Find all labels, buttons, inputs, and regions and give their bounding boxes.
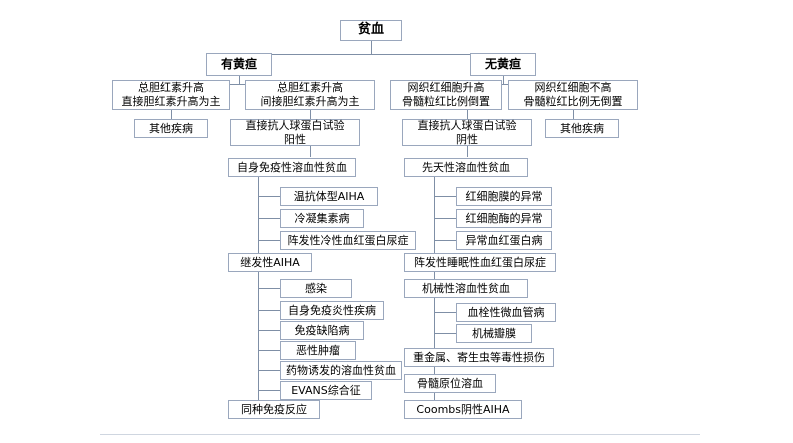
node-drug-induced-hemolysis[interactable]: 药物诱发的溶血性贫血	[280, 361, 402, 380]
node-total-bilirubin-indirect[interactable]: 总胆红素升高 间接胆红素升高为主	[245, 80, 375, 110]
page-bottom-rule	[100, 434, 700, 435]
node-no-jaundice[interactable]: 无黄疸	[470, 53, 536, 76]
connector	[239, 76, 240, 84]
node-evans-syndrome[interactable]: EVANS综合征	[280, 381, 372, 400]
node-reticulocyte-normal[interactable]: 网织红细胞不高 骨髓粒红比例无倒置	[508, 80, 638, 110]
connector	[258, 310, 280, 311]
node-abnormal-hemoglobinopathy[interactable]: 异常血红蛋白病	[456, 231, 552, 250]
connector	[467, 110, 468, 119]
connector	[258, 240, 280, 241]
node-thrombotic-microangiopathy[interactable]: 血栓性微血管病	[456, 303, 556, 322]
node-cold-agglutinin[interactable]: 冷凝集素病	[280, 209, 364, 228]
node-malignancy[interactable]: 恶性肿瘤	[280, 341, 356, 360]
connector	[258, 288, 280, 289]
node-autoimmune-inflammatory[interactable]: 自身免疫炎性疾病	[280, 301, 384, 320]
node-toxic-injury[interactable]: 重金属、寄生虫等毒性损伤	[404, 348, 554, 367]
connector	[258, 370, 280, 371]
connector	[258, 218, 280, 219]
connector	[171, 84, 310, 85]
connector	[258, 330, 280, 331]
connector	[258, 390, 280, 391]
node-immunodeficiency[interactable]: 免疫缺陷病	[280, 321, 364, 340]
node-root[interactable]: 贫血	[340, 20, 402, 41]
node-total-bilirubin-direct[interactable]: 总胆红素升高 直接胆红素升高为主	[112, 80, 230, 110]
connector	[467, 145, 468, 157]
connector	[434, 84, 573, 85]
node-mechanical-hemolytic-anemia[interactable]: 机械性溶血性贫血	[404, 279, 528, 298]
node-rbc-enzyme-abnormality[interactable]: 红细胞酶的异常	[456, 209, 552, 228]
connector	[258, 177, 259, 409]
node-marrow-in-situ-hemolysis[interactable]: 骨髓原位溶血	[404, 374, 496, 393]
node-rbc-membrane-abnormality[interactable]: 红细胞膜的异常	[456, 187, 552, 206]
node-coombs-negative-aiha[interactable]: Coombs阴性AIHA	[404, 400, 522, 419]
node-aiha[interactable]: 自身免疫性溶血性贫血	[228, 158, 356, 177]
node-reticulocyte-high[interactable]: 网织红细胞升高 骨髓粒红比例倒置	[390, 80, 502, 110]
node-pnh[interactable]: 阵发性睡眠性血红蛋白尿症	[404, 253, 556, 272]
node-pch[interactable]: 阵发性冷性血红蛋白尿症	[280, 231, 416, 250]
node-congenital-hemolytic-anemia[interactable]: 先天性溶血性贫血	[404, 158, 528, 177]
connector	[258, 350, 280, 351]
node-warm-aiha[interactable]: 温抗体型AIHA	[280, 187, 378, 206]
connector	[434, 312, 456, 313]
connector	[573, 110, 574, 119]
connector	[171, 110, 172, 119]
node-coombs-positive[interactable]: 直接抗人球蛋白试验 阳性	[230, 119, 360, 146]
connector	[434, 333, 456, 334]
node-jaundice[interactable]: 有黄疸	[206, 53, 272, 76]
node-other-disease-right[interactable]: 其他疾病	[545, 119, 619, 138]
node-secondary-aiha[interactable]: 继发性AIHA	[228, 253, 312, 272]
connector	[310, 145, 311, 157]
node-coombs-negative[interactable]: 直接抗人球蛋白试验 阴性	[402, 119, 532, 146]
node-other-disease-left[interactable]: 其他疾病	[134, 119, 208, 138]
node-alloimmune-reaction[interactable]: 同种免疫反应	[228, 400, 320, 419]
connector	[434, 218, 456, 219]
connector	[310, 110, 311, 119]
connector	[503, 76, 504, 84]
connector	[434, 196, 456, 197]
connector	[239, 54, 503, 55]
connector	[434, 240, 456, 241]
connector	[371, 40, 372, 54]
node-infection[interactable]: 感染	[280, 279, 352, 298]
connector	[258, 196, 280, 197]
node-mechanical-valve[interactable]: 机械瓣膜	[456, 324, 532, 343]
